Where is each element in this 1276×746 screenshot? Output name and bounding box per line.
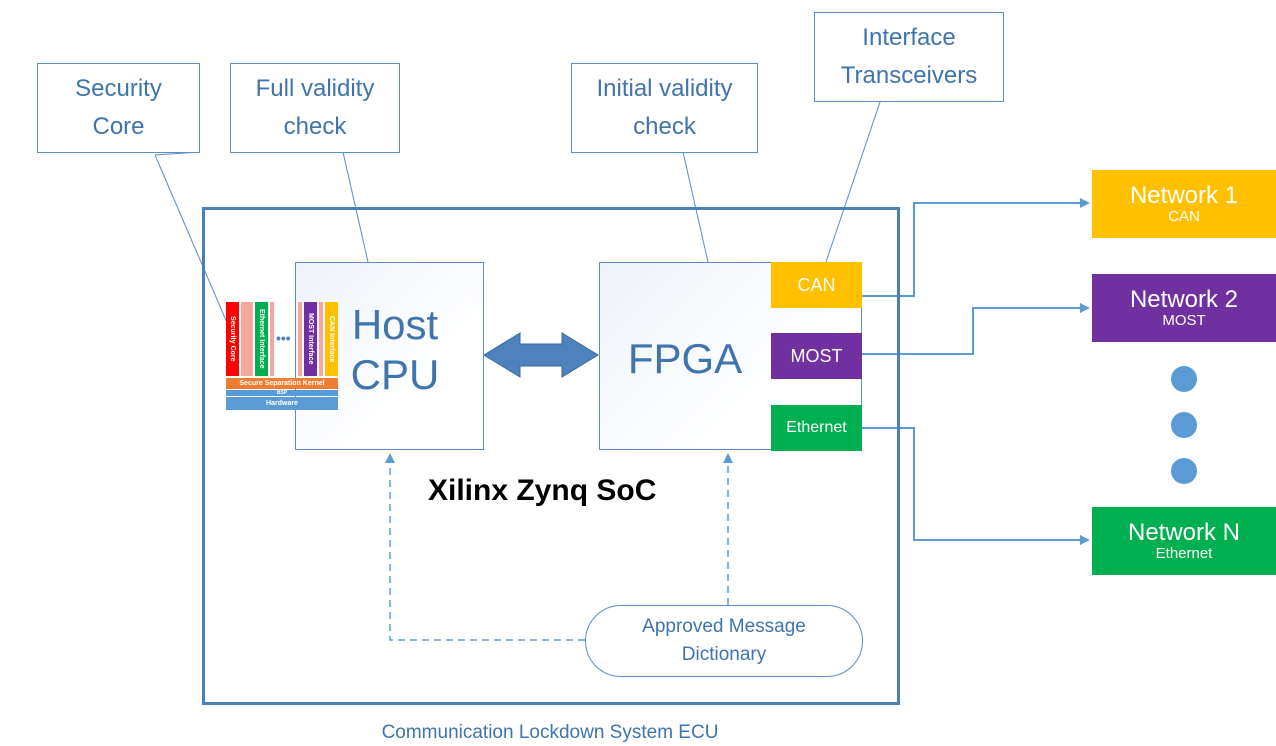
fpga-label-text: FPGA	[627, 335, 743, 382]
ellipsis-dot-1	[1171, 366, 1197, 392]
interface-can-text: CAN	[797, 274, 836, 295]
stack-bsp-bar: BSP	[226, 390, 338, 396]
network-n-type: Ethernet	[1155, 545, 1213, 562]
network-n-name: Network N	[1127, 519, 1241, 546]
stack-ellipsis-text: •••	[276, 330, 291, 346]
stack-kernel-text: Secure Separation Kernel	[239, 380, 325, 387]
software-stack-graphic: Security Core Ethernet Interface ••• MOS…	[226, 302, 338, 410]
stack-col-spacer-1	[241, 302, 253, 376]
can-network-line	[854, 198, 1090, 301]
security-core-leader	[154, 154, 229, 326]
ethernet-network-line	[854, 423, 1090, 545]
stack-col-most: MOST Interface	[304, 302, 317, 376]
approved-message-dictionary-text: Approved Message Dictionary	[642, 616, 806, 665]
stack-col-security-core: Security Core	[226, 302, 239, 376]
cpu-fpga-double-arrow	[483, 332, 599, 378]
stack-col-security-core-text: Security Core	[229, 316, 236, 362]
approved-message-dictionary: Approved Message Dictionary	[585, 605, 863, 677]
callout-full-validity-text: Full validity check	[255, 75, 375, 140]
soc-title: Xilinx Zynq SoC	[428, 474, 688, 508]
network-1-type: CAN	[1168, 208, 1200, 225]
stack-hardware-bar: Hardware	[226, 397, 338, 410]
stack-col-most-text: MOST Interface	[307, 313, 314, 365]
callout-interface-transceivers: Interface Transceivers	[814, 12, 1004, 102]
stack-col-spacer-2	[270, 302, 274, 376]
callout-security-core: Security Core	[37, 63, 200, 153]
interface-ethernet-text: Ethernet	[786, 419, 847, 436]
callout-interface-transceivers-text: Interface Transceivers	[840, 24, 978, 89]
network-1: Network 1 CAN	[1092, 170, 1276, 238]
network-n: Network N Ethernet	[1092, 507, 1276, 575]
network-2-type: MOST	[1162, 312, 1206, 329]
stack-hardware-text: Hardware	[266, 400, 298, 407]
host-cpu-label: Host CPU	[340, 300, 450, 400]
network-1-name: Network 1	[1129, 182, 1239, 209]
stack-kernel-bar: Secure Separation Kernel	[226, 378, 338, 389]
fpga-label: FPGA	[615, 334, 755, 384]
stack-col-ethernet-text: Ethernet Interface	[258, 309, 265, 369]
interface-most-text: MOST	[790, 345, 843, 366]
network-2-name: Network 2	[1129, 286, 1239, 313]
soc-boundary	[202, 207, 900, 705]
stack-bsp-text: BSP	[276, 390, 288, 396]
most-network-line	[854, 303, 1090, 359]
soc-title-text: Xilinx Zynq SoC	[428, 474, 657, 507]
network-2: Network 2 MOST	[1092, 274, 1276, 342]
callout-initial-validity-text: Initial validity check	[596, 75, 733, 140]
callout-initial-validity: Initial validity check	[571, 63, 758, 153]
stack-col-can-text: CAN Interface	[328, 315, 335, 363]
stack-ellipsis: •••	[276, 330, 291, 346]
interface-can: CAN	[771, 262, 862, 308]
ellipsis-dot-2	[1171, 412, 1197, 438]
stack-col-spacer-4	[319, 302, 323, 376]
diagram-caption-text: Communication Lockdown System ECU	[381, 722, 719, 743]
ellipsis-dot-3	[1171, 458, 1197, 484]
host-cpu-label-text: Host CPU	[350, 301, 440, 398]
callout-security-core-text: Security Core	[75, 75, 162, 140]
stack-col-ethernet: Ethernet Interface	[255, 302, 268, 376]
dictionary-to-cpu-line	[385, 453, 585, 641]
interface-transceivers-leader	[825, 101, 881, 263]
interface-most: MOST	[771, 333, 862, 379]
diagram-caption: Communication Lockdown System ECU	[300, 722, 800, 744]
stack-col-spacer-3	[298, 302, 302, 376]
stack-col-can: CAN Interface	[325, 302, 338, 376]
interface-ethernet: Ethernet	[771, 405, 862, 451]
callout-full-validity: Full validity check	[230, 63, 400, 153]
